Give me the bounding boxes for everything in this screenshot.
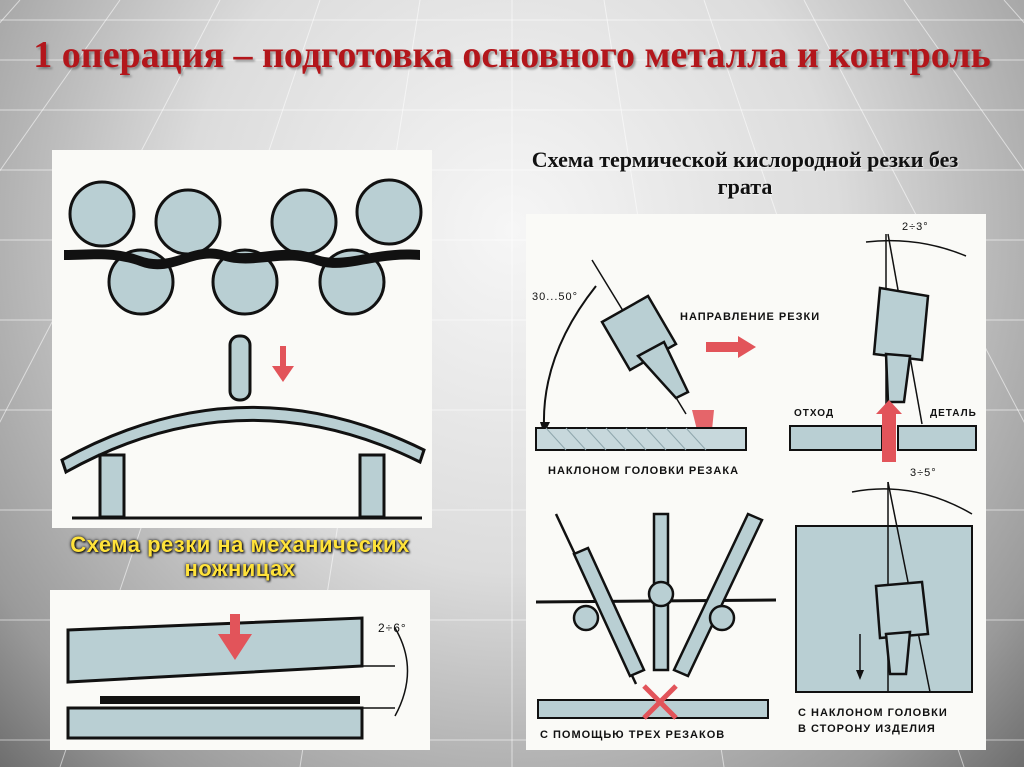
sheet-metal (100, 696, 360, 704)
slide-title: 1 операция – подготовка основного металл… (33, 34, 991, 76)
three-cutters-label: С ПОМОЩЬЮ ТРЕХ РЕЗАКОВ (540, 729, 725, 741)
support-right (358, 453, 386, 519)
cutter-center (647, 512, 675, 672)
scissors-angle-label: 2÷6° (378, 621, 407, 635)
roller-top-1 (68, 180, 136, 248)
roller-top-4 (355, 178, 423, 246)
blade-arrow-icon (218, 614, 252, 660)
rollers-press-panel (52, 150, 432, 528)
tilt-label: НАКЛОНОМ ГОЛОВКИ РЕЗАКА (548, 465, 739, 477)
rollers-press-diagram (60, 178, 426, 520)
cutter-left (554, 513, 646, 685)
scissors-panel: 2÷6° (50, 590, 430, 750)
press-arrow-icon (272, 346, 294, 382)
angle-bottom-label: 3÷5° (910, 467, 937, 479)
workpiece-hatched (535, 427, 747, 451)
bent-plate (60, 405, 426, 475)
side-tilt-label-1: С НАКЛОНОМ ГОЛОВКИ (798, 707, 948, 719)
metal-strip (64, 248, 420, 270)
upper-blade (66, 616, 364, 684)
lower-blade (66, 706, 364, 740)
thermal-cut-panel: 30...50° НАПРАВЛЕНИЕ РЕЗКИ НАКЛОНОМ ГОЛО… (526, 214, 986, 750)
roller-top-2 (154, 188, 222, 256)
torch-angle-arc (542, 285, 597, 427)
scissors-diagram: 2÷6° (66, 614, 409, 740)
direction-label: НАПРАВЛЕНИЕ РЕЗКИ (680, 311, 820, 323)
direction-arrow-icon (706, 336, 756, 358)
side-tilt-label-2: В СТОРОНУ ИЗДЕЛИЯ (798, 723, 936, 735)
angle-top-label: 2÷3° (902, 221, 929, 233)
thermal-cut-diagram: 30...50° НАПРАВЛЕНИЕ РЕЗКИ НАКЛОНОМ ГОЛО… (532, 221, 977, 741)
thermal-cut-heading: Схема термической кислородной резки без … (531, 147, 959, 199)
part-plate (897, 425, 977, 451)
kerf-flame (882, 414, 896, 462)
press-punch (228, 334, 252, 402)
vertical-torch (872, 286, 930, 404)
cutter-right (672, 512, 764, 678)
part-label: ДЕТАЛЬ (930, 408, 977, 419)
roller-bottom-2 (211, 248, 279, 316)
roller-top-3 (270, 188, 338, 256)
torch-angle-label: 30...50° (532, 291, 578, 303)
waste-label: ОТХОД (794, 408, 834, 419)
side-tilt-torch (874, 580, 930, 676)
tilted-torch (600, 294, 690, 400)
scissors-caption: Схема резки на механических ножницах (70, 532, 410, 581)
support-left (98, 453, 126, 519)
waste-plate (789, 425, 883, 451)
angle-arc (394, 627, 409, 717)
